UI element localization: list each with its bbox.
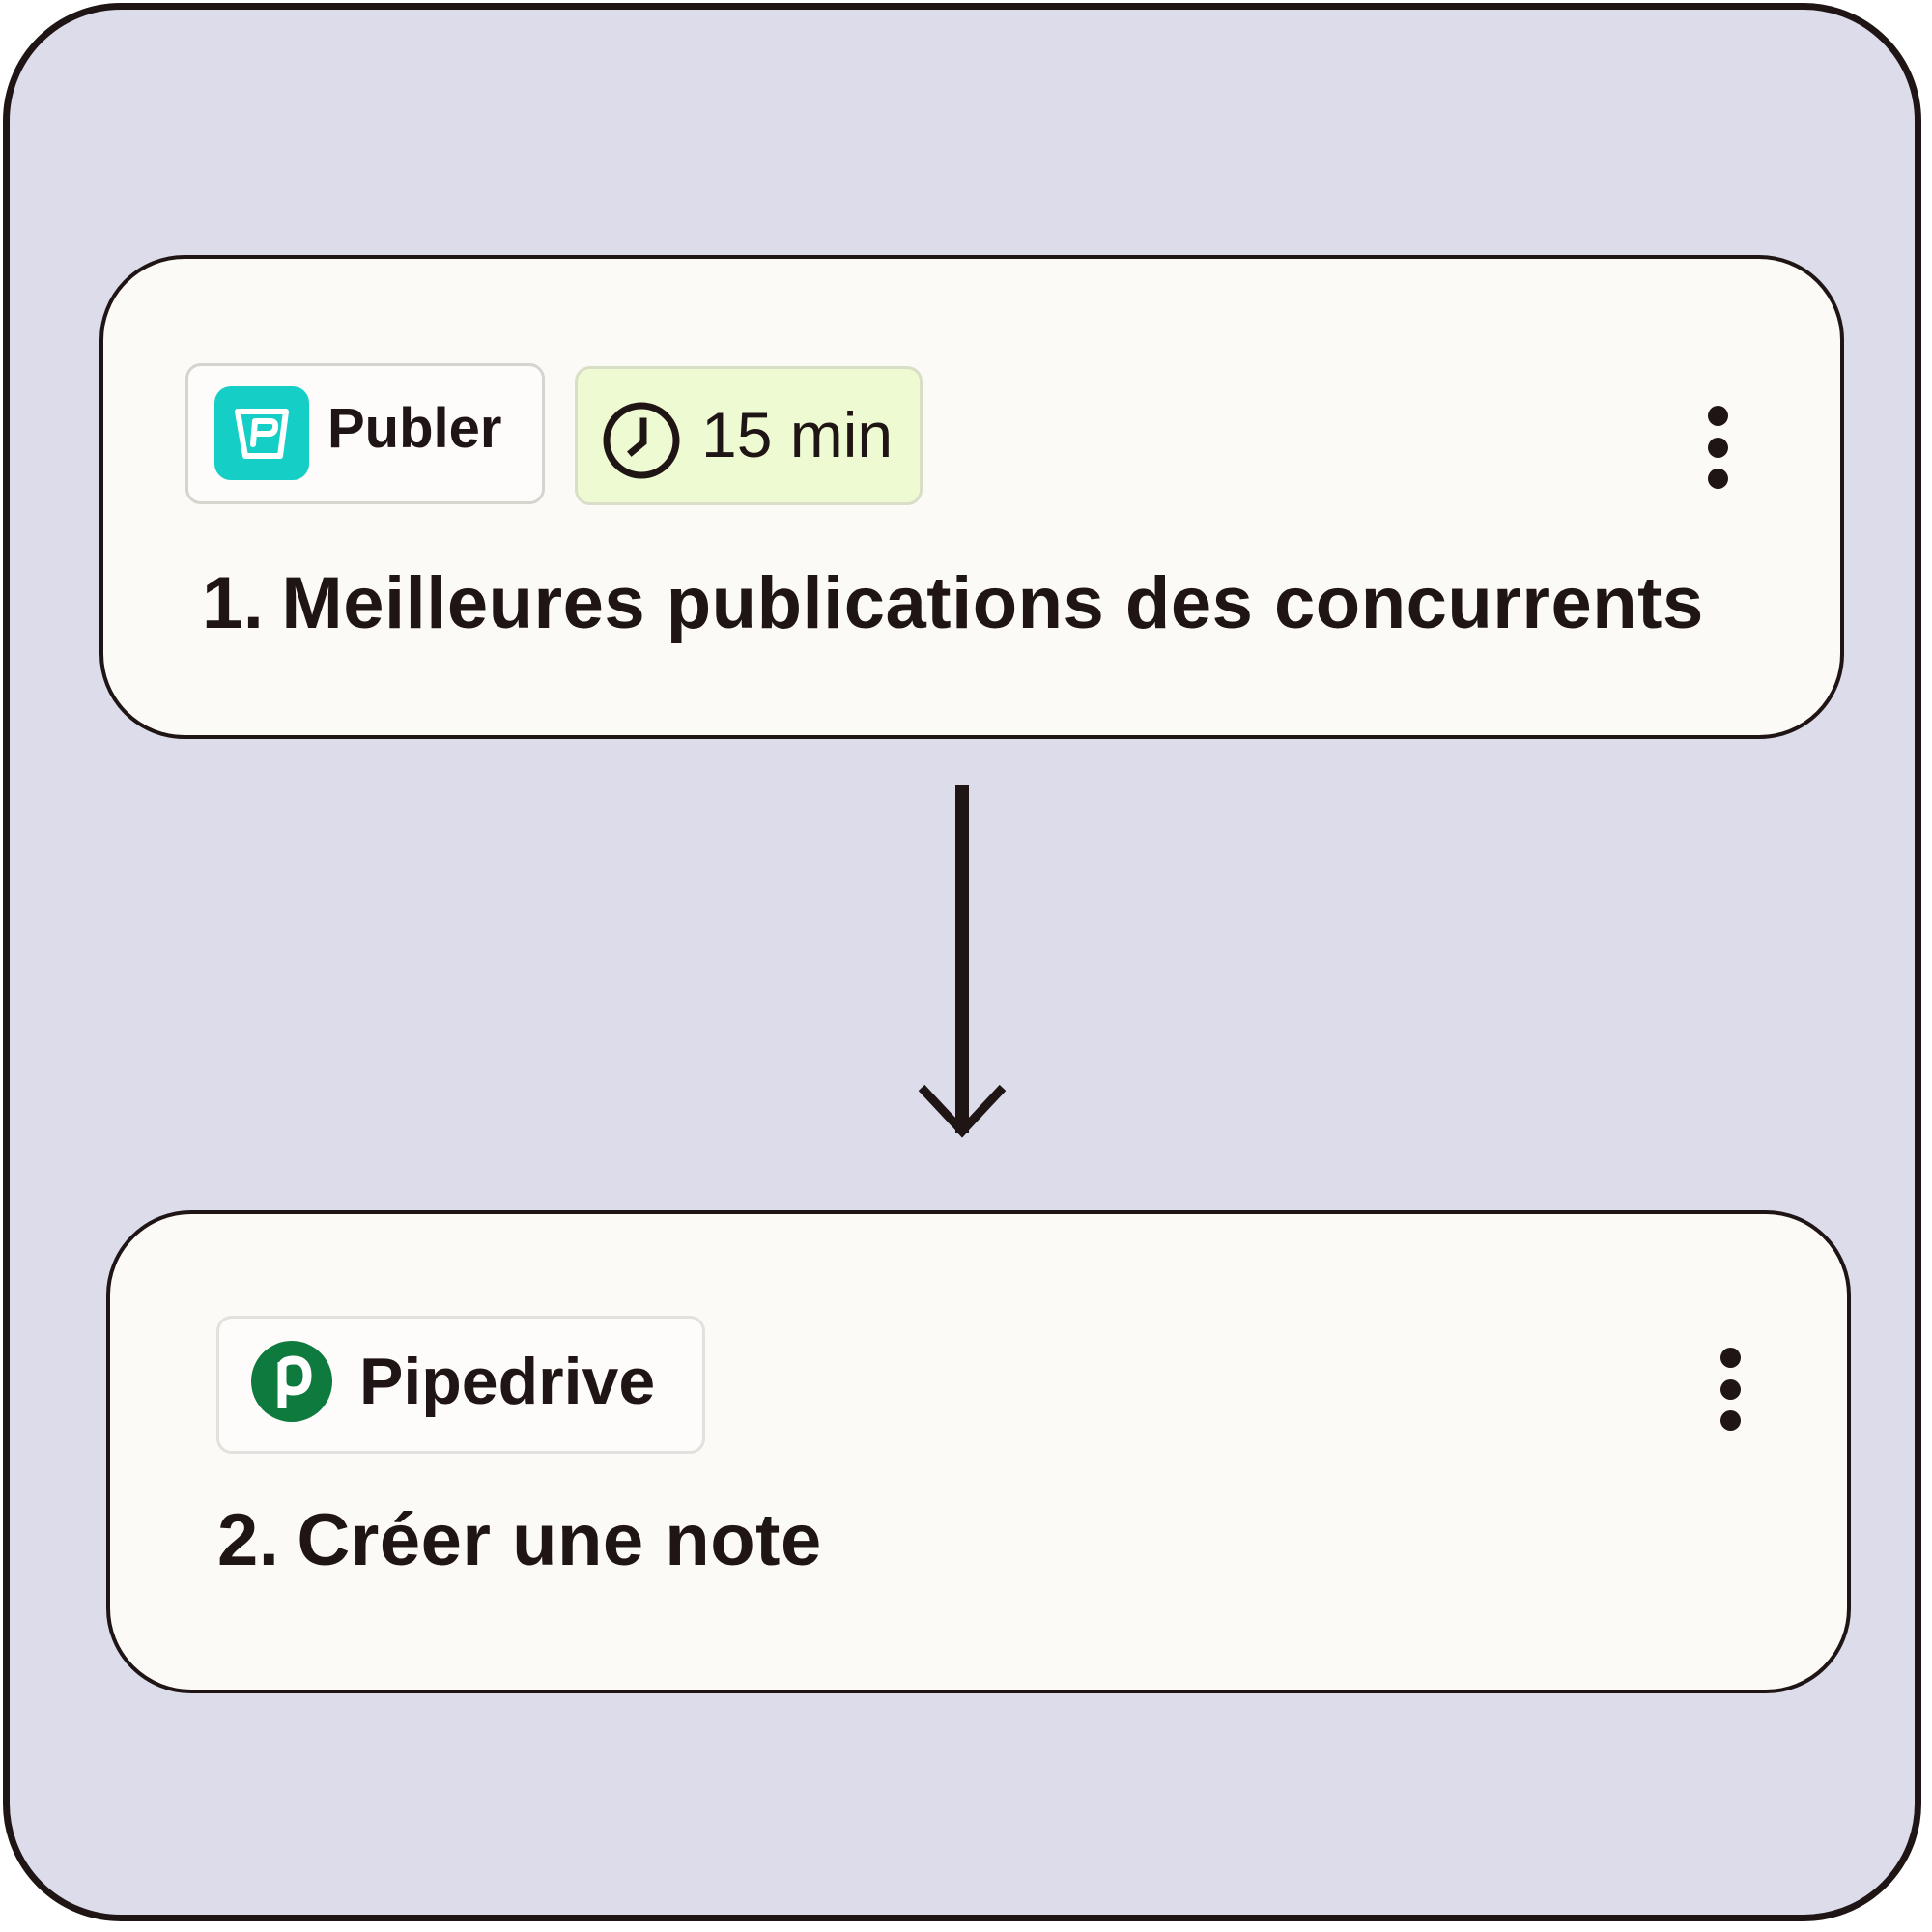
more-vertical-icon[interactable]: [1706, 1348, 1754, 1431]
step-label: Meilleures publications des concurrents: [281, 562, 1704, 644]
step-label: Créer une note: [297, 1499, 822, 1581]
schedule-interval: 15 min: [701, 399, 894, 470]
app-chip-pipedrive[interactable]: Pipedrive: [216, 1316, 705, 1454]
arrow-down-icon: [918, 785, 1007, 1138]
pipedrive-logo-icon: [251, 1341, 332, 1422]
schedule-badge[interactable]: 15 min: [575, 366, 923, 505]
step-title-1: 1.Meilleures publications des concurrent…: [202, 561, 1704, 645]
publer-logo-icon: [214, 386, 309, 480]
step-title-2: 2.Créer une note: [217, 1498, 822, 1582]
step-number: 2.: [217, 1499, 280, 1581]
app-name: Publer: [327, 397, 502, 460]
step-number: 1.: [202, 562, 265, 644]
step-card-2[interactable]: Pipedrive 2.Créer une note: [106, 1210, 1851, 1693]
step-card-1[interactable]: Publer 15 min 1.Meilleures publications …: [99, 255, 1844, 739]
app-chip-publer[interactable]: Publer: [185, 363, 545, 504]
more-vertical-icon[interactable]: [1693, 406, 1742, 489]
clock-icon: [603, 402, 680, 479]
app-name: Pipedrive: [359, 1345, 656, 1418]
workflow-canvas: Publer 15 min 1.Meilleures publications …: [3, 3, 1921, 1921]
